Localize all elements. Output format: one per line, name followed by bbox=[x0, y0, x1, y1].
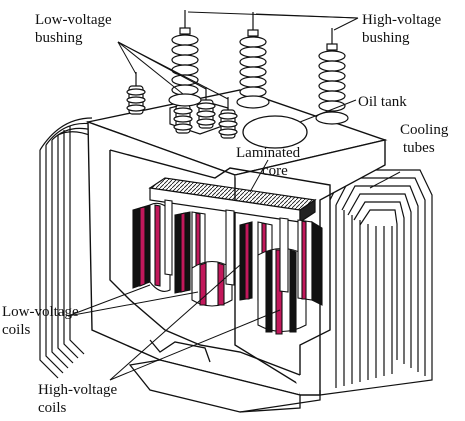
high-voltage-coils-label-line1: High-voltage bbox=[38, 382, 117, 398]
right-cooling-tubes bbox=[319, 169, 433, 396]
laminated-core-label: Laminated core bbox=[236, 145, 304, 179]
oil-tank-label-line1: Oil tank bbox=[358, 94, 407, 110]
cooling-tubes-label-line2: tubes bbox=[403, 140, 435, 156]
high-voltage-coils-label-line2: coils bbox=[38, 400, 66, 416]
low-voltage-coils-label-line2: coils bbox=[2, 322, 30, 338]
low-voltage-bushing-label: Low-voltage bushing bbox=[35, 12, 115, 46]
leader-lines bbox=[67, 11, 401, 381]
oil-tank-label: Oil tank bbox=[358, 94, 407, 110]
cooling-tubes-label: Cooling tubes bbox=[400, 122, 452, 156]
low-voltage-coils-label: Low-voltage coils bbox=[2, 304, 82, 338]
low-voltage-coils-label-line1: Low-voltage bbox=[2, 304, 79, 320]
transformer-coils bbox=[132, 199, 323, 335]
low-voltage-bushing-label-line1: Low-voltage bbox=[35, 12, 112, 28]
left-cooling-tubes bbox=[39, 117, 93, 379]
low-voltage-bushings bbox=[126, 72, 238, 139]
laminated-core-label-line1: Laminated bbox=[236, 145, 301, 161]
low-voltage-bushing-label-line2: bushing bbox=[35, 30, 83, 46]
high-voltage-coils-label: High-voltage coils bbox=[38, 382, 121, 416]
cooling-tubes-label-line1: Cooling bbox=[400, 122, 449, 138]
high-voltage-bushings bbox=[168, 10, 349, 125]
high-voltage-bushing-label: High-voltage bushing bbox=[362, 12, 445, 46]
high-voltage-bushing-label-line2: bushing bbox=[362, 30, 410, 46]
laminated-core-label-line2: core bbox=[262, 163, 288, 179]
tank-base bbox=[128, 339, 321, 413]
oil-tank-cap bbox=[242, 115, 308, 149]
high-voltage-bushing-label-line1: High-voltage bbox=[362, 12, 441, 28]
